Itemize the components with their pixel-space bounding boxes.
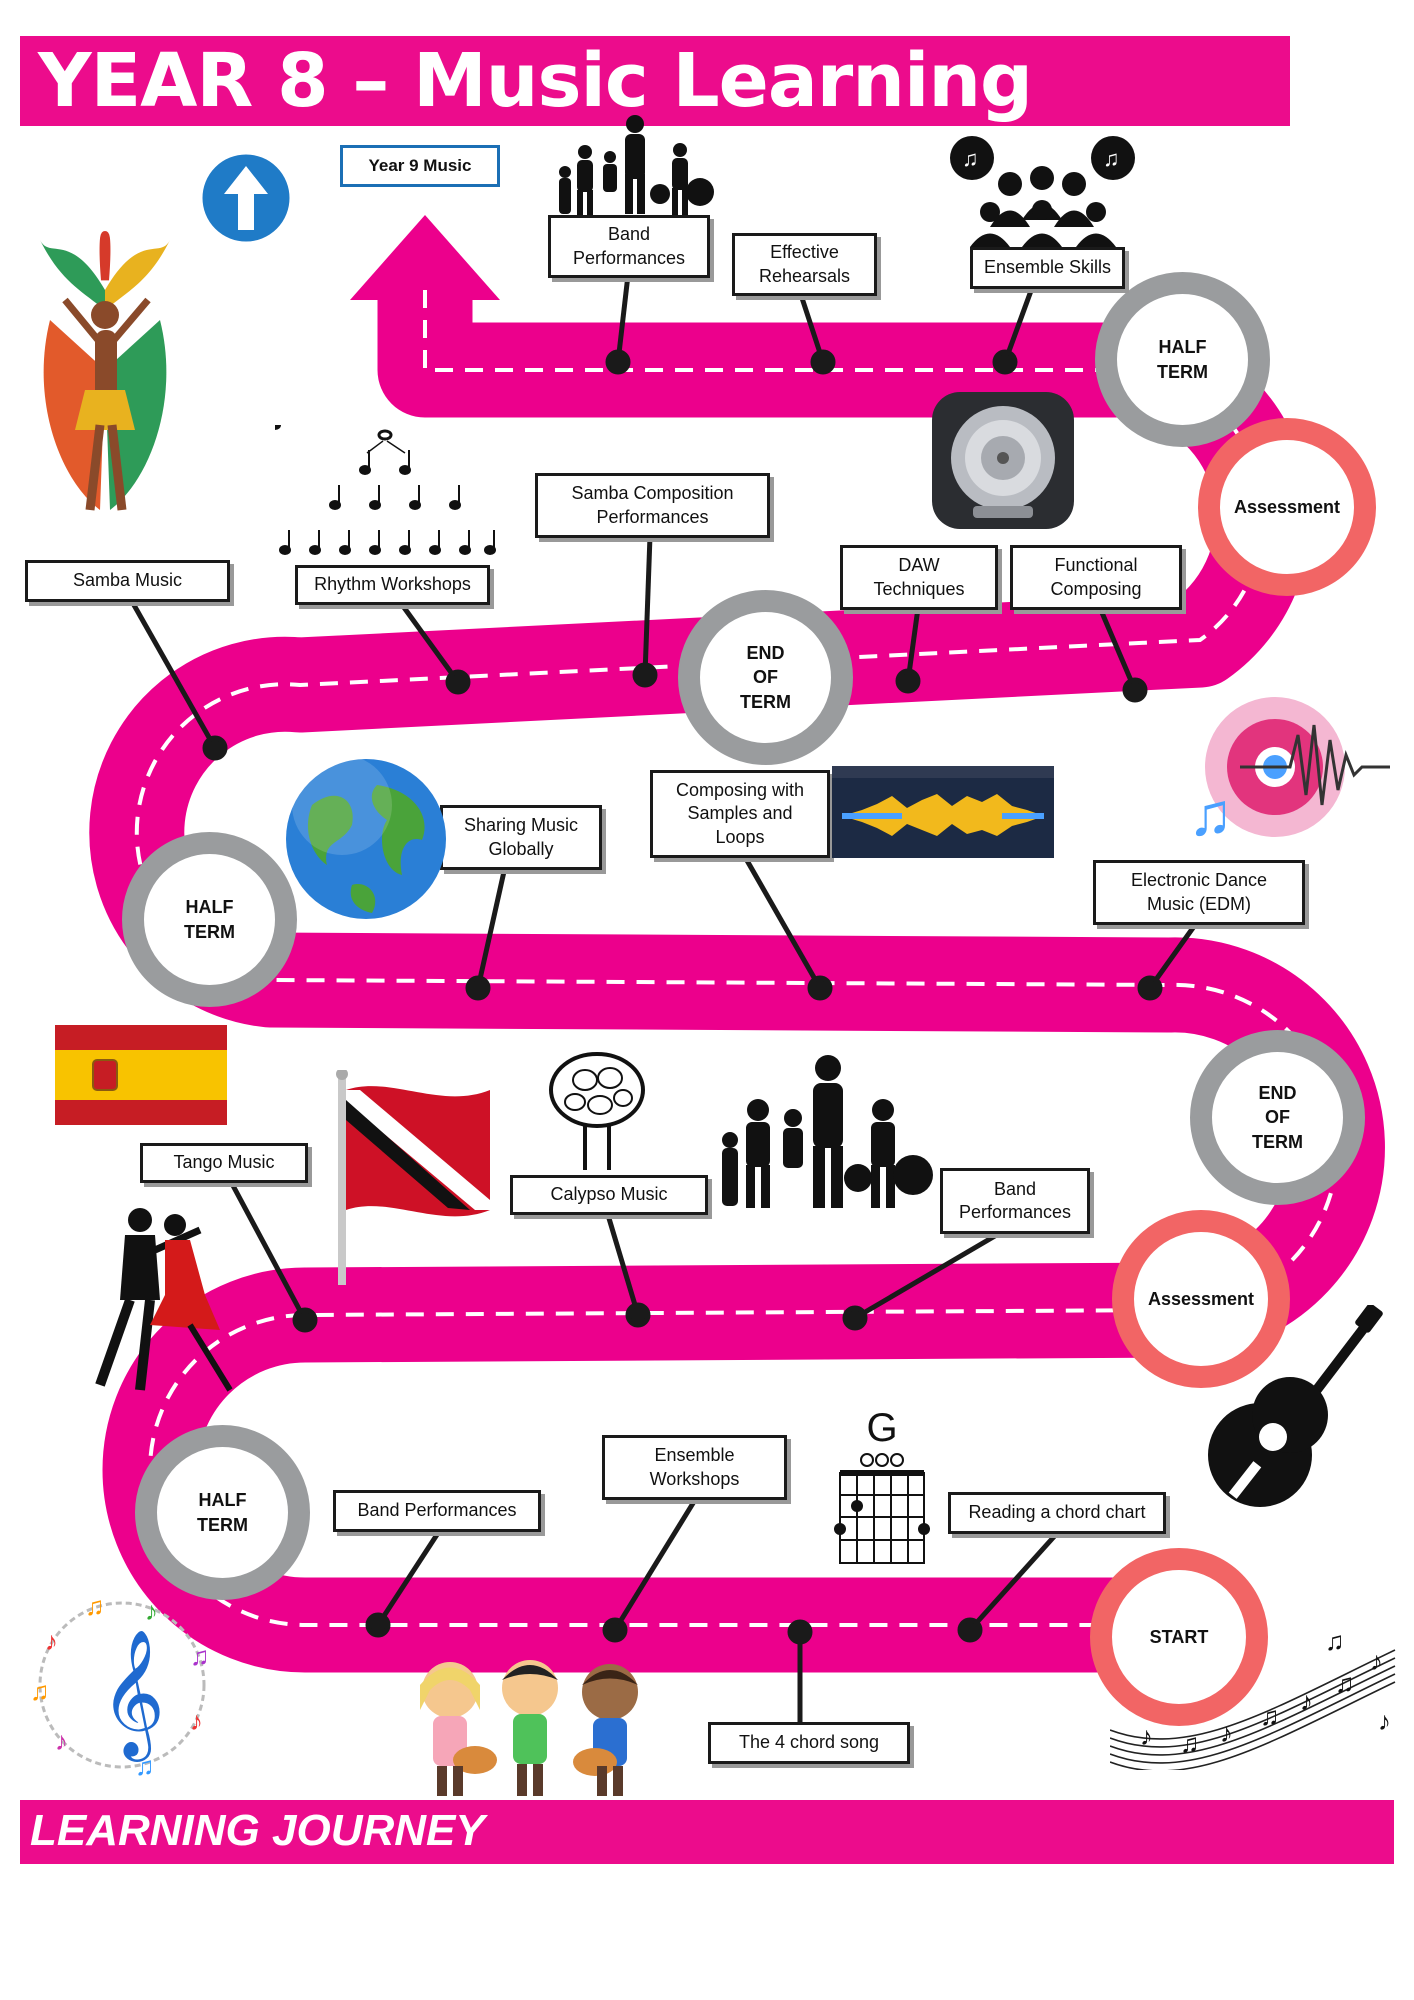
page-title: YEAR 8 – Music Learning Journey: [38, 38, 1033, 210]
music-staff-icon: ♪ ♫ ♪ ♫ ♪ ♫ ♪ ♫ ♪: [1110, 1630, 1396, 1770]
chord-name: G: [866, 1406, 897, 1450]
svg-text:♪: ♪: [55, 1726, 68, 1756]
guitar-icon: [1208, 1305, 1383, 1507]
chord-diagram-icon: G: [834, 1406, 930, 1564]
milestone-end-of-term-right: END OF TERM: [1190, 1030, 1365, 1205]
svg-text:♫: ♫: [1103, 146, 1120, 171]
music-notes-icon: [275, 425, 496, 555]
milestone-half-term-top: HALF TERM: [1095, 272, 1270, 447]
svg-text:𝄞: 𝄞: [100, 1631, 165, 1762]
svg-text:♪: ♪: [1220, 1718, 1233, 1748]
ensemble-people-icon: ♫♫: [950, 136, 1135, 247]
svg-text:♫: ♫: [1260, 1701, 1280, 1731]
daw-techniques-box: DAW Techniques: [840, 545, 998, 610]
treble-clef-icon: 𝄞 ♪♫♪ ♫♪♫ ♪♫: [30, 1591, 210, 1780]
band-performances-top-box: Band Performances: [548, 215, 710, 278]
milestone-assessment-top: Assessment: [1198, 418, 1376, 596]
svg-text:♫: ♫: [1188, 781, 1233, 845]
svg-text:♫: ♫: [135, 1751, 155, 1780]
svg-text:♪: ♪: [145, 1596, 158, 1626]
svg-text:♫: ♫: [1325, 1630, 1345, 1656]
children-singing-icon: [420, 1660, 638, 1796]
up-arrow-sign-icon: [199, 151, 293, 245]
svg-text:♫: ♫: [962, 146, 979, 171]
calypso-music-box: Calypso Music: [510, 1175, 708, 1215]
milestone-half-term-left: HALF TERM: [122, 832, 297, 1007]
svg-text:♪: ♪: [1300, 1686, 1313, 1716]
svg-text:♫: ♫: [1335, 1668, 1355, 1698]
tango-dancers-icon: [95, 1208, 233, 1392]
reading-chord-chart-box: Reading a chord chart: [948, 1492, 1166, 1534]
steel-pan-icon: [549, 1052, 645, 1170]
composing-samples-loops-box: Composing with Samples and Loops: [650, 770, 830, 858]
ensemble-workshops-box: Ensemble Workshops: [602, 1435, 787, 1500]
functional-composing-box: Functional Composing: [1010, 545, 1182, 610]
band-performances-mid-box: Band Performances: [940, 1168, 1090, 1234]
svg-text:♪: ♪: [45, 1626, 58, 1656]
svg-text:♫: ♫: [1180, 1728, 1200, 1758]
milestone-half-term-bottom: HALF TERM: [135, 1425, 310, 1600]
title-banner: YEAR 8 – Music Learning Journey: [20, 36, 1290, 210]
rhythm-workshops-box: Rhythm Workshops: [295, 565, 490, 605]
band-performances-low-box: Band Performances: [333, 1490, 541, 1532]
svg-text:♪: ♪: [1140, 1721, 1153, 1751]
effective-rehearsals-box: Effective Rehearsals: [732, 233, 877, 296]
edm-box: Electronic Dance Music (EDM): [1093, 860, 1305, 925]
svg-text:♫: ♫: [190, 1641, 210, 1671]
svg-text:♪: ♪: [190, 1706, 203, 1736]
spain-flag-icon: [55, 1025, 227, 1125]
samba-music-box: Samba Music: [25, 560, 230, 602]
edm-music-icon: ♫: [1188, 697, 1390, 845]
svg-text:♪: ♪: [1370, 1646, 1383, 1676]
samba-composition-box: Samba Composition Performances: [535, 473, 770, 538]
band-silhouette-icon: [559, 115, 714, 215]
four-chord-song-box: The 4 chord song: [708, 1722, 910, 1764]
footer-title: LEARNING JOURNEY: [30, 1806, 485, 1855]
trinidad-flag-icon: [336, 1070, 490, 1285]
milestone-end-of-term-mid: END OF TERM: [678, 590, 853, 765]
daw-logo-icon: [932, 392, 1074, 529]
globe-icon: [286, 755, 446, 919]
svg-text:♪: ♪: [1378, 1706, 1391, 1736]
year9-music-box: Year 9 Music: [340, 145, 500, 187]
svg-text:♫: ♫: [30, 1676, 50, 1706]
ensemble-skills-box: Ensemble Skills: [970, 247, 1125, 289]
footer-banner: LEARNING JOURNEY: [20, 1800, 1394, 1864]
samba-dancer-icon: [40, 231, 170, 511]
svg-text:♫: ♫: [85, 1591, 105, 1621]
tango-music-box: Tango Music: [140, 1143, 308, 1183]
sharing-music-globally-box: Sharing Music Globally: [440, 805, 602, 870]
band-silhouette-mid-icon: [722, 1055, 933, 1208]
waveform-icon: [832, 766, 1054, 858]
